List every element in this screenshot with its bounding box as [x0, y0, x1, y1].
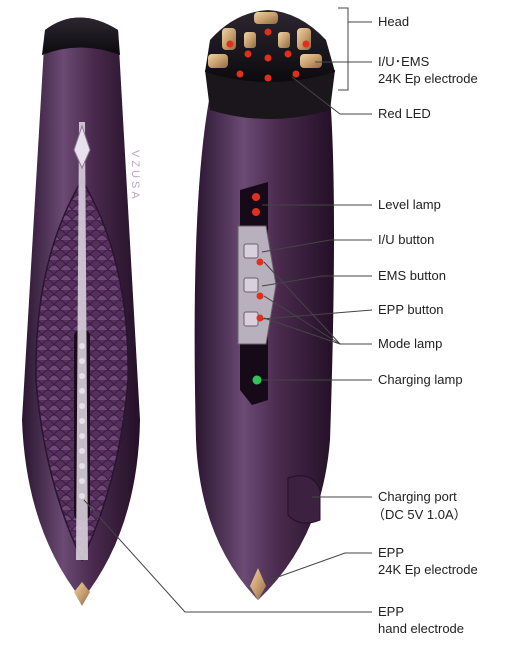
hand-electrode-dot — [79, 388, 85, 394]
red-led — [303, 41, 310, 48]
label-iu-button: I/U button — [378, 232, 434, 248]
red-led — [237, 71, 244, 78]
iu-button[interactable] — [244, 244, 258, 258]
red-led — [245, 51, 252, 58]
charging-port — [288, 476, 320, 523]
label-level-lamp: Level lamp — [378, 197, 441, 213]
ep-electrode-left-lower — [208, 54, 228, 68]
ep-electrode-top — [254, 12, 278, 24]
label-mode-lamp: Mode lamp — [378, 336, 442, 352]
label-ems-button: EMS button — [378, 268, 446, 284]
device-front-view — [195, 10, 335, 600]
hand-electrode-dot — [79, 478, 85, 484]
label-charging-port: Charging port — [378, 489, 457, 505]
hand-electrode-dot — [79, 493, 85, 499]
label-epp-electrode: 24K Ep electrode — [378, 562, 478, 578]
ems-button[interactable] — [244, 278, 258, 292]
label-iu-ems-electrode: 24K Ep electrode — [378, 71, 478, 87]
label-epp-hand: EPP — [378, 604, 404, 620]
device-back-view: VZUSA — [22, 18, 141, 607]
hand-electrode-dot — [79, 373, 85, 379]
mode-lamp-ems — [257, 293, 264, 300]
level-lamp-1 — [252, 193, 260, 201]
label-epp-hand-electrode: hand electrode — [378, 621, 464, 637]
label-iu-ems: I/U･EMS — [378, 54, 429, 70]
label-charging-port-spec: （DC 5V 1.0A） — [372, 507, 467, 523]
ep-electrode-inner-right — [278, 32, 290, 48]
hand-electrode-dot — [79, 433, 85, 439]
hand-electrode-dot — [79, 358, 85, 364]
ep-electrode-right-lower — [300, 54, 322, 68]
red-led — [265, 75, 272, 82]
label-charging-lamp: Charging lamp — [378, 372, 463, 388]
red-led — [293, 71, 300, 78]
label-epp: EPP — [378, 545, 404, 561]
label-head: Head — [378, 14, 409, 30]
red-led — [285, 51, 292, 58]
label-epp-button: EPP button — [378, 302, 444, 318]
mode-lamp-epp — [257, 315, 264, 322]
red-led — [265, 55, 272, 62]
brand-logo: VZUSA — [129, 150, 141, 202]
hand-electrode-dot — [79, 463, 85, 469]
epp-button[interactable] — [244, 312, 258, 326]
ep-electrode-inner-left — [244, 32, 256, 48]
hand-electrode-dot — [79, 418, 85, 424]
red-led — [265, 29, 272, 36]
label-red-led: Red LED — [378, 106, 431, 122]
level-lamp-2 — [252, 208, 260, 216]
hand-electrode-dot — [79, 343, 85, 349]
red-led — [227, 41, 234, 48]
hand-electrode-dot — [79, 448, 85, 454]
hand-electrode-dot — [79, 403, 85, 409]
charging-lamp — [253, 376, 262, 385]
head-bracket — [338, 8, 348, 90]
mode-lamp-iu — [257, 259, 264, 266]
